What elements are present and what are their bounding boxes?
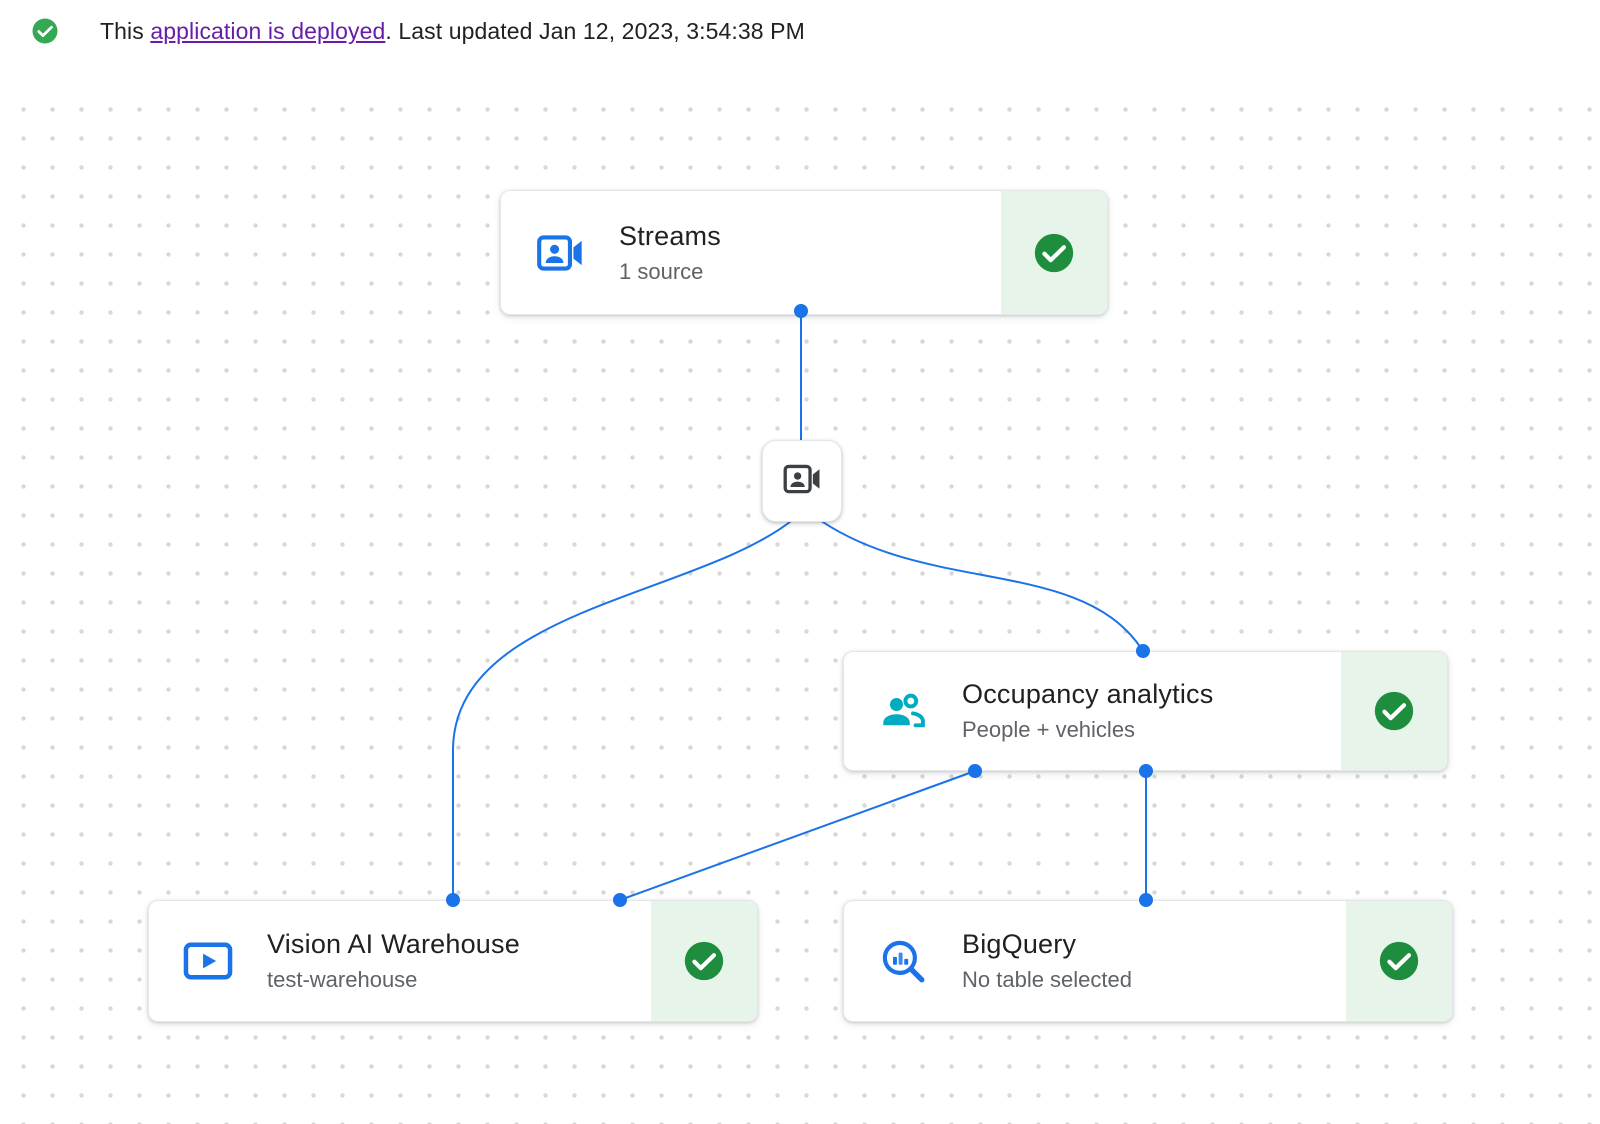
smart-display-icon: [149, 934, 267, 988]
banner-suffix: . Last updated Jan 12, 2023, 3:54:38 PM: [385, 17, 805, 44]
node-title: Occupancy analytics: [962, 679, 1214, 709]
check-circle-icon: [684, 941, 724, 981]
node-title: Streams: [619, 220, 721, 251]
check-circle-icon: [1034, 233, 1074, 272]
application-deployed-link[interactable]: application is deployed: [150, 17, 386, 44]
deployment-status-banner: This application is deployed. Last updat…: [30, 16, 805, 46]
node-subtitle: test-warehouse: [267, 967, 418, 992]
node-subtitle: 1 source: [619, 258, 704, 284]
node-subtitle: People + vehicles: [962, 717, 1136, 742]
video-camera-front-icon: [781, 458, 823, 505]
edge-processor-warehouse: [452, 517, 796, 900]
node-bigquery[interactable]: BigQuery No table selected: [843, 900, 1453, 1022]
node-streams[interactable]: Streams 1 source: [500, 190, 1108, 315]
node-vision-ai-warehouse[interactable]: Vision AI Warehouse test-warehouse: [148, 900, 758, 1022]
node-title: Vision AI Warehouse: [267, 929, 520, 959]
node-subtitle: No table selected: [962, 967, 1132, 992]
deployment-status-text: This application is deployed. Last updat…: [100, 18, 805, 45]
node-occupancy-analytics[interactable]: Occupancy analytics People + vehicles: [843, 651, 1448, 771]
check-circle-icon: [1379, 941, 1419, 981]
node-status: [651, 901, 757, 1021]
graph-canvas[interactable]: Streams 1 source: [0, 88, 1600, 1124]
node-status: [1001, 191, 1107, 314]
node-stream-processor[interactable]: [762, 440, 842, 522]
edge-occupancy-warehouse: [619, 770, 976, 901]
edge-processor-occupancy: [813, 515, 1142, 649]
check-circle-icon: [1374, 691, 1414, 731]
node-text: Streams 1 source: [619, 221, 1001, 285]
video-camera-front-icon: [501, 227, 619, 279]
banner-prefix: This: [100, 17, 151, 44]
people-group-icon: [844, 685, 962, 737]
node-title: BigQuery: [962, 929, 1077, 959]
node-text: Occupancy analytics People + vehicles: [962, 679, 1341, 743]
check-circle-icon: [30, 16, 60, 46]
node-status: [1341, 652, 1447, 770]
node-text: Vision AI Warehouse test-warehouse: [267, 929, 651, 993]
bigquery-magnifier-icon: [844, 936, 962, 986]
node-status: [1346, 901, 1452, 1021]
node-text: BigQuery No table selected: [962, 929, 1346, 993]
